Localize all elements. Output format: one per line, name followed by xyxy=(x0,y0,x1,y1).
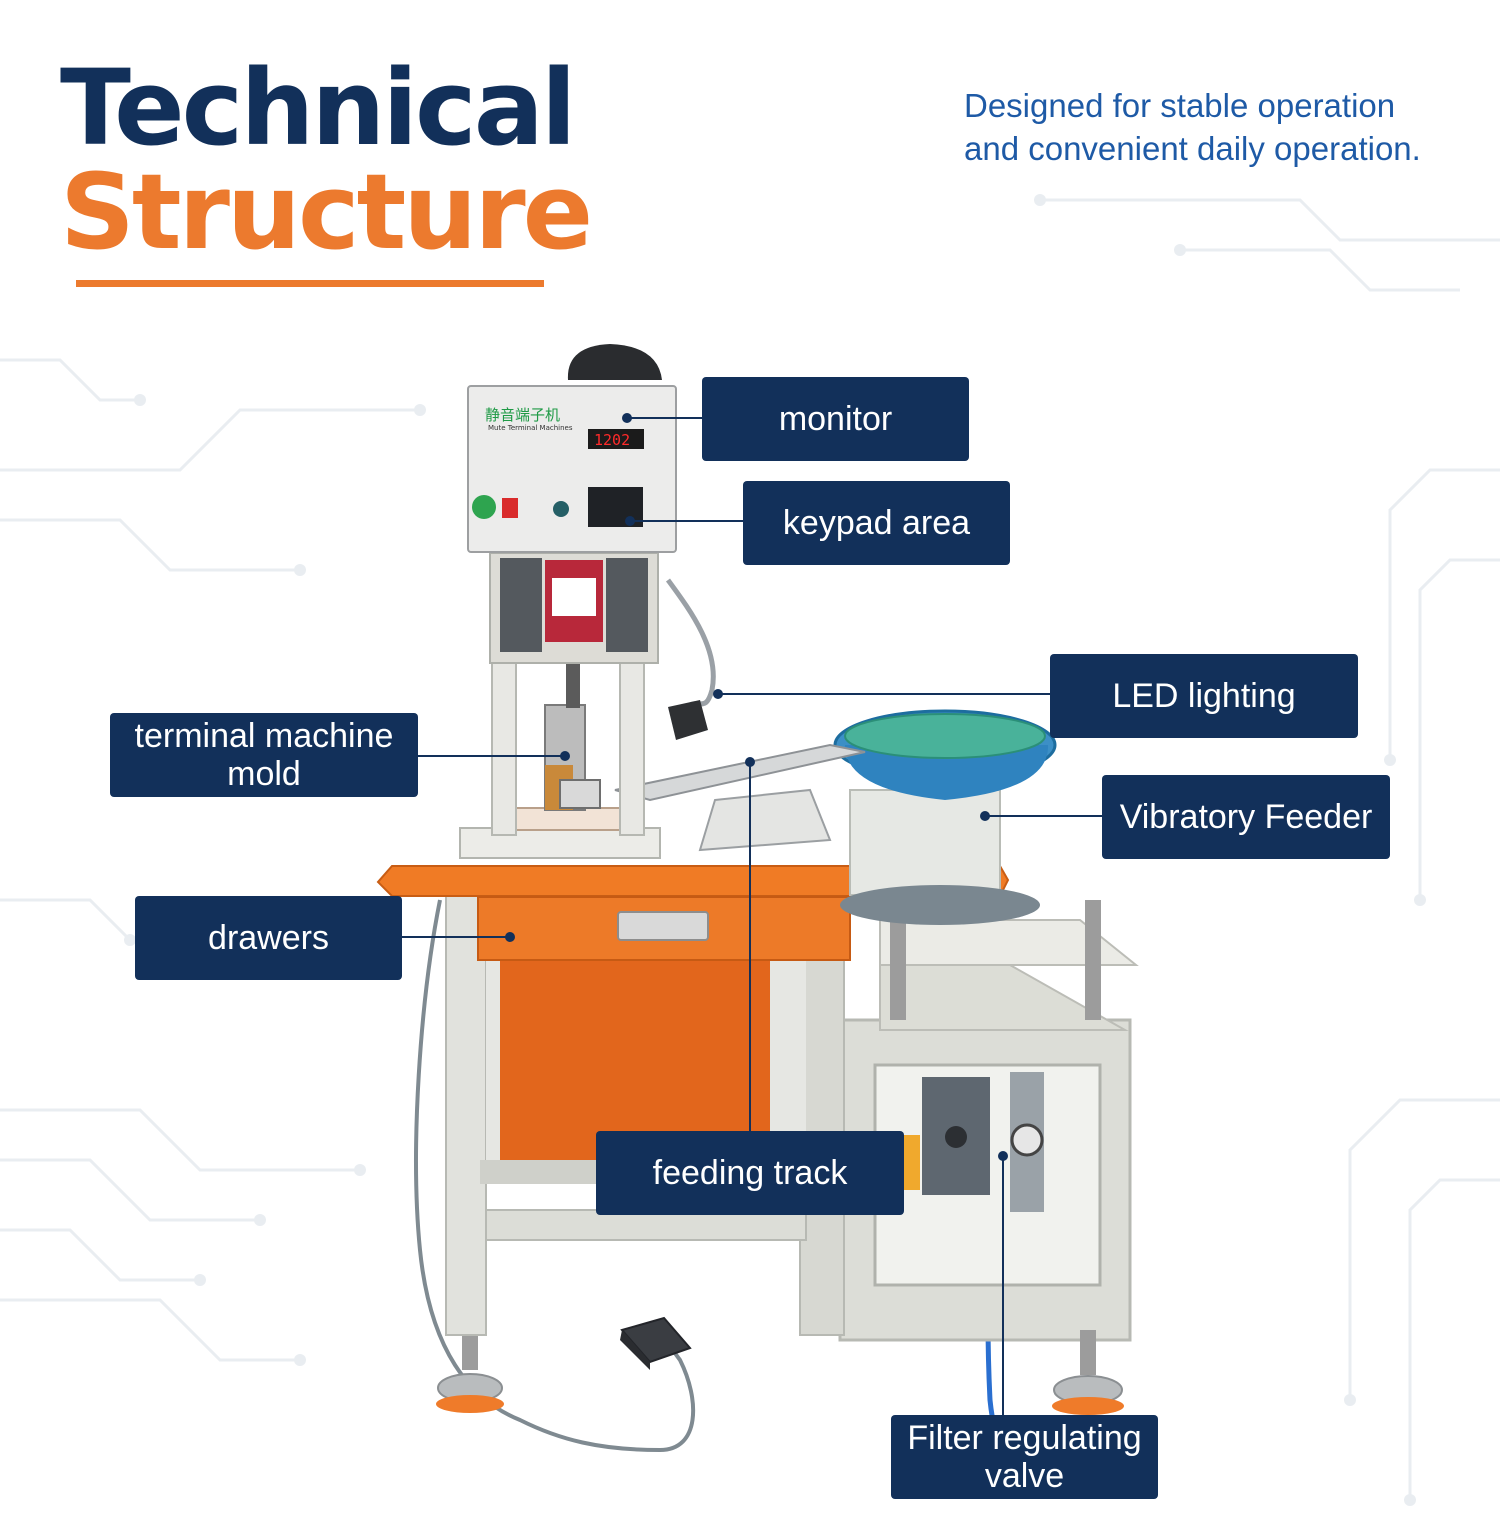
bench-leg-right xyxy=(799,894,845,1336)
power-switch xyxy=(502,498,518,518)
callout-mold-line-2: mold xyxy=(227,755,301,793)
callout-led-lighting: LED lighting xyxy=(1050,654,1358,738)
subtitle-line-1: Designed for stable operation xyxy=(964,87,1396,124)
led-gooseneck xyxy=(665,578,716,708)
callout-feeding-track: feeding track xyxy=(596,1131,904,1215)
pedal-cable xyxy=(414,899,696,1453)
panel-title-en: Mute Terminal Machines xyxy=(488,424,573,432)
callout-drawers: drawers xyxy=(135,896,402,980)
feeder-base xyxy=(849,789,1001,896)
side-platform xyxy=(879,919,1139,966)
led-lamp xyxy=(668,700,708,740)
callout-led-lighting-text: LED lighting xyxy=(1112,677,1296,715)
gauge xyxy=(1010,1123,1044,1157)
subtitle: Designed for stable operation and conven… xyxy=(964,84,1484,170)
callout-filter-line-1: Filter regulating xyxy=(907,1419,1142,1457)
callout-feeding-track-text: feeding track xyxy=(652,1154,848,1192)
drawer-handle xyxy=(617,911,709,941)
callout-filter-line-2: valve xyxy=(984,1457,1065,1495)
callout-vibratory-feeder: Vibratory Feeder xyxy=(1102,775,1390,859)
bench-leg-left xyxy=(445,894,487,1336)
callout-vibratory-feeder-text: Vibratory Feeder xyxy=(1119,798,1373,836)
callout-keypad-area: keypad area xyxy=(743,481,1010,565)
title-technical: Technical xyxy=(60,47,577,169)
callout-terminal-machine-mold: terminal machine mold xyxy=(110,713,418,797)
counter-display xyxy=(588,429,644,449)
title-underline xyxy=(76,280,544,287)
callout-monitor: monitor xyxy=(702,377,969,461)
orange-back-panel xyxy=(500,960,770,1160)
power-button xyxy=(472,495,496,519)
callout-keypad-area-text: keypad area xyxy=(782,504,971,542)
callout-mold-line-1: terminal machine xyxy=(134,717,394,755)
title-structure: Structure xyxy=(60,151,593,273)
callout-filter-regulating-valve: Filter regulating valve xyxy=(891,1415,1158,1499)
counter-value: 1202 xyxy=(594,431,630,449)
panel-title-cn: 静音端子机 xyxy=(485,406,560,424)
feeding-track-rail xyxy=(614,743,866,802)
motor-cover xyxy=(567,344,662,380)
leader-lines xyxy=(402,417,1102,1415)
leader-dots xyxy=(505,413,1008,1161)
callout-drawers-text: drawers xyxy=(208,919,329,957)
subtitle-line-2: and convenient daily operation. xyxy=(964,130,1421,167)
callout-monitor-text: monitor xyxy=(778,400,893,438)
